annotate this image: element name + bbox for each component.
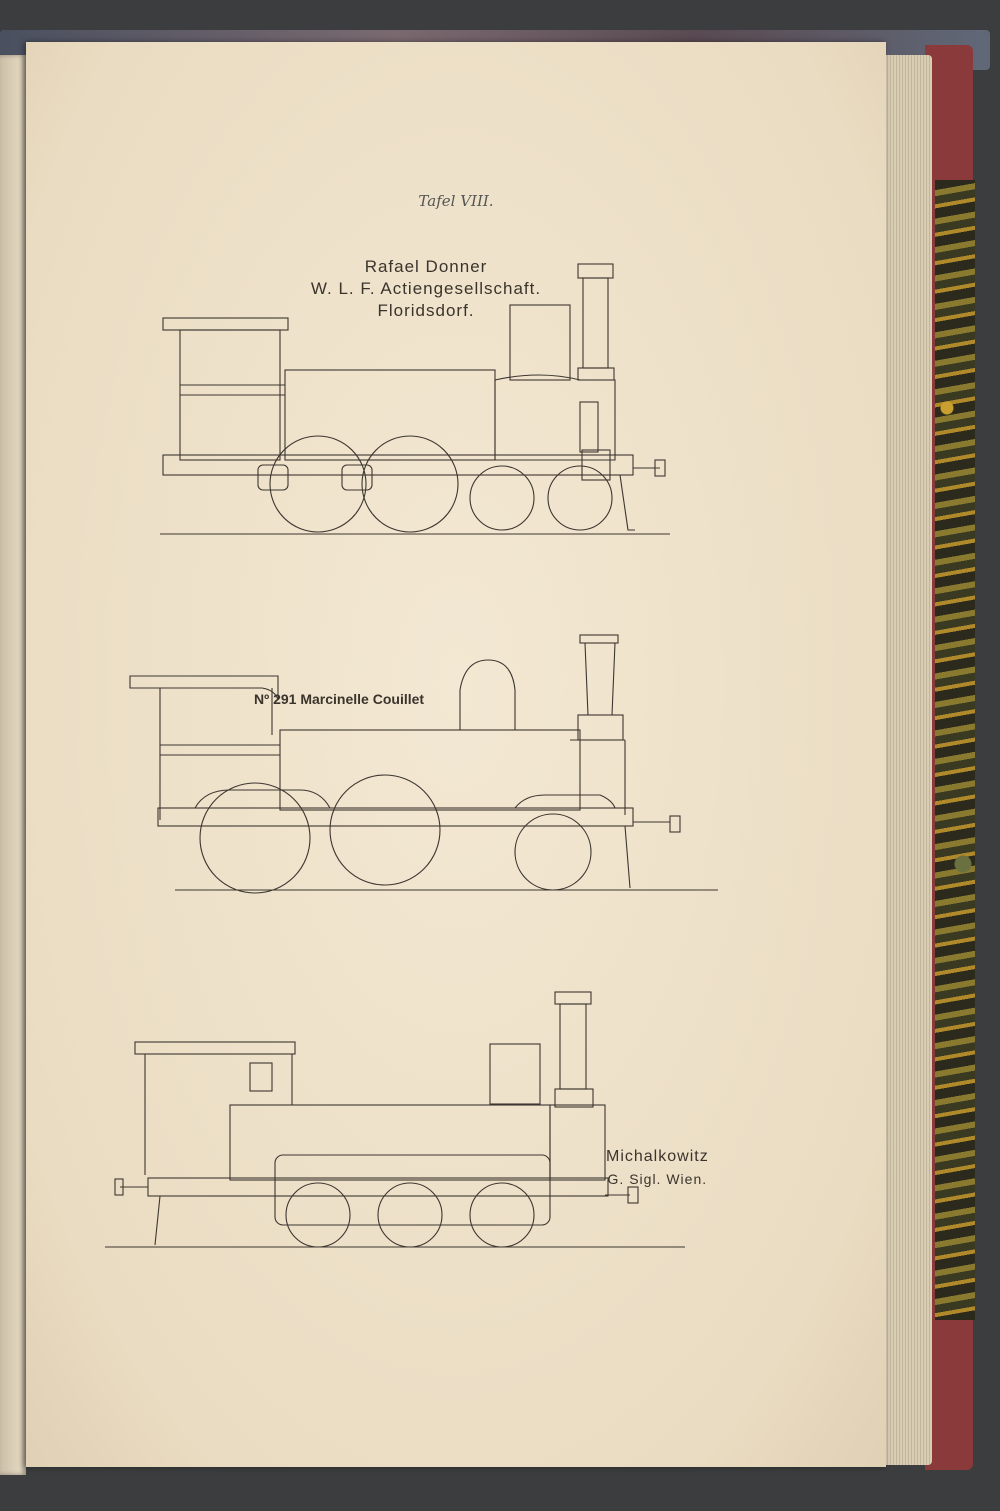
figure-1-caption: Rafael Donner W. L. F. Actiengesellschaf…	[266, 256, 586, 322]
caption-line: Floridsdorf.	[377, 301, 475, 320]
locomotive-2-drawing	[129, 634, 718, 894]
caption-line: W. L. F. Actiengesellschaft.	[310, 279, 542, 298]
locomotive-1-drawing	[160, 263, 670, 535]
caption-line: Michalkowitz	[606, 1148, 709, 1165]
marbled-edge	[935, 180, 975, 1320]
locomotive-drawings	[105, 263, 718, 1248]
figure-3-caption: Michalkowitz G. Sigl. Wien.	[606, 1146, 709, 1190]
plate-title: Tafel VIII.	[418, 192, 494, 210]
book-page: Tafel VIII. Rafael Donner W. L. F. Actie…	[26, 42, 886, 1467]
left-page-edge	[0, 55, 26, 1475]
caption-line: Rafael Donner	[364, 257, 488, 276]
locomotive-3-drawing	[105, 991, 685, 1248]
caption-line: G. Sigl. Wien.	[607, 1171, 708, 1187]
figure-2-caption: Nº 291 Marcinelle Couillet	[254, 691, 425, 707]
